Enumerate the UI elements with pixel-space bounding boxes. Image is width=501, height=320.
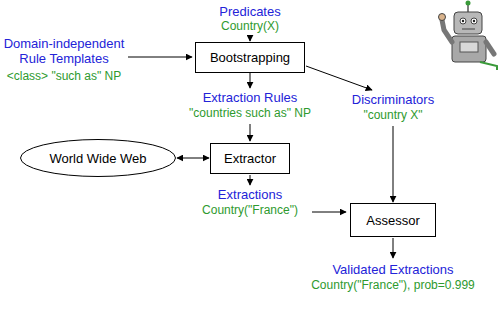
component-label: Extraction Rules — [180, 90, 320, 105]
flow-connector — [177, 158, 209, 159]
leader-arrow — [250, 124, 251, 141]
leader-arrow — [393, 126, 394, 202]
node-text: Extractor — [224, 151, 276, 166]
process-box: Assessor — [350, 203, 436, 237]
example-label: "countries such as" NP — [170, 106, 330, 121]
leader-arrow — [250, 35, 251, 41]
source-ellipse: World Wide Web — [20, 139, 176, 177]
robot-illustration — [439, 1, 498, 71]
leader-arrow — [393, 238, 394, 258]
component-label: Discriminators — [333, 92, 453, 107]
process-box: Extractor — [210, 143, 290, 174]
component-label: Domain-independent Rule Templates — [1, 36, 127, 66]
leader-arrow — [250, 73, 251, 88]
leader-arrow — [306, 66, 372, 90]
node-text: Bootstrapping — [210, 50, 290, 65]
component-label: Predicates — [190, 4, 310, 19]
example-label: Country("France"), prob=0.999 — [295, 278, 491, 293]
process-box: Bootstrapping — [195, 42, 305, 73]
leader-arrow — [128, 57, 192, 58]
example-label: Country("France") — [185, 203, 315, 218]
leader-arrow — [250, 175, 251, 185]
component-label: Validated Extractions — [313, 262, 473, 277]
example-label: Country(X) — [190, 19, 310, 34]
component-label: Extractions — [190, 187, 310, 202]
node-text: World Wide Web — [49, 151, 146, 166]
example-label: "country X" — [333, 108, 453, 123]
example-label: <class> "such as" NP — [1, 69, 127, 84]
leader-arrow — [312, 212, 346, 213]
node-text: Assessor — [366, 213, 419, 228]
